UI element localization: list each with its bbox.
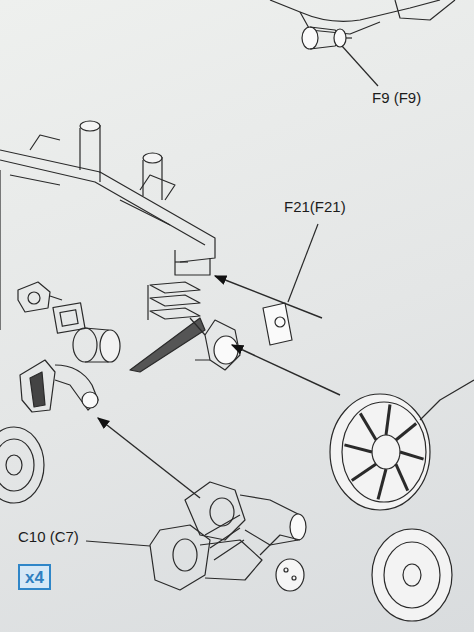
partial-part	[395, 0, 455, 20]
road-wheel	[0, 427, 44, 503]
road-wheel	[384, 542, 440, 608]
exhaust-stack	[80, 125, 100, 173]
suspension-unit	[150, 482, 306, 590]
exhaust-stack	[80, 121, 100, 131]
road-wheel-drum	[73, 328, 97, 362]
assembly-arrow	[215, 276, 322, 318]
wheel-spokes	[360, 413, 376, 440]
suspension-unit	[150, 525, 210, 590]
part-number: F9 (F9)	[372, 90, 421, 107]
step-plates	[150, 295, 200, 306]
step-plates	[147, 285, 148, 320]
wheel-spokes	[378, 469, 386, 499]
assembly-arrow	[98, 418, 200, 498]
f9-part	[346, 37, 352, 38]
axle-hub	[214, 336, 238, 364]
road-wheel-drum	[73, 328, 120, 362]
small-disc	[284, 568, 288, 572]
suspension-arm	[55, 365, 98, 410]
assembly-arrow	[98, 276, 340, 498]
road-wheel	[6, 455, 22, 475]
vehicle-body	[30, 135, 60, 150]
wheel-spokes	[396, 424, 416, 440]
f9-part	[334, 29, 346, 47]
suspension-arm	[30, 372, 45, 407]
armored-panel	[50, 296, 62, 300]
drive-wheel	[372, 435, 400, 469]
f9-part	[302, 27, 352, 49]
vehicle-body	[99, 172, 100, 182]
armored-panel	[60, 310, 78, 327]
step-plates	[150, 282, 200, 293]
f21-part	[263, 303, 292, 345]
f9-part	[302, 27, 318, 49]
small-disc	[276, 559, 304, 591]
vehicle-body	[175, 261, 188, 262]
vehicle-body	[140, 175, 175, 200]
leader-line	[342, 46, 378, 86]
part-number: F21(F21)	[284, 199, 346, 216]
f21-part	[263, 303, 292, 345]
leader-line	[288, 224, 318, 302]
road-wheel	[403, 564, 421, 586]
wheel-spokes	[352, 464, 376, 480]
road-wheel	[0, 439, 34, 491]
suspension-unit	[260, 535, 300, 555]
quantity-text: x4	[25, 569, 44, 586]
vehicle-body	[10, 175, 170, 225]
vehicle-body	[175, 250, 210, 275]
drive-wheel	[342, 402, 426, 502]
quantity-box: x4	[18, 564, 51, 590]
road-wheel	[372, 529, 452, 621]
partial-part	[270, 0, 440, 21]
small-disc	[276, 559, 304, 591]
assembly-arrow	[232, 345, 340, 395]
wheel-spokes	[396, 464, 408, 491]
vehicle-body	[0, 160, 205, 245]
drive-wheel	[330, 394, 430, 510]
road-wheel	[372, 529, 452, 621]
road-wheel-drum	[100, 330, 120, 362]
suspension-unit	[200, 540, 262, 580]
suspension-unit	[210, 498, 234, 526]
wheel-spokes	[344, 445, 372, 452]
suspension-arm	[20, 360, 98, 412]
f21-part	[275, 317, 285, 327]
part-number: C10 (C7)	[18, 529, 79, 546]
small-disc	[292, 576, 296, 580]
suspension-arm	[82, 392, 98, 408]
road-wheel	[0, 427, 44, 503]
leader-line	[86, 541, 150, 546]
exhaust-stack	[80, 121, 162, 200]
step-plates	[148, 282, 200, 320]
axle-hub	[190, 318, 210, 360]
drive-wheel	[330, 394, 430, 510]
suspension-unit	[205, 515, 244, 560]
armored-panel	[18, 282, 50, 312]
vehicle-body	[0, 150, 215, 262]
wheel-spokes	[344, 405, 423, 500]
axle-hub	[190, 318, 240, 370]
leader-line	[420, 380, 474, 420]
exhaust-stack	[143, 153, 162, 163]
wheel-spokes	[386, 405, 390, 435]
suspension-arm	[20, 360, 55, 412]
vehicle-body	[0, 170, 1, 330]
suspension-unit	[173, 539, 197, 571]
suspension-unit	[290, 514, 306, 540]
partial-part	[270, 0, 455, 34]
fender-plate	[130, 318, 205, 372]
vehicle-body	[0, 135, 215, 330]
axle-hub	[205, 320, 240, 370]
armored-panel	[18, 282, 85, 333]
wheel-spokes	[400, 452, 424, 459]
step-plates	[150, 308, 200, 319]
armored-panel	[28, 292, 40, 304]
